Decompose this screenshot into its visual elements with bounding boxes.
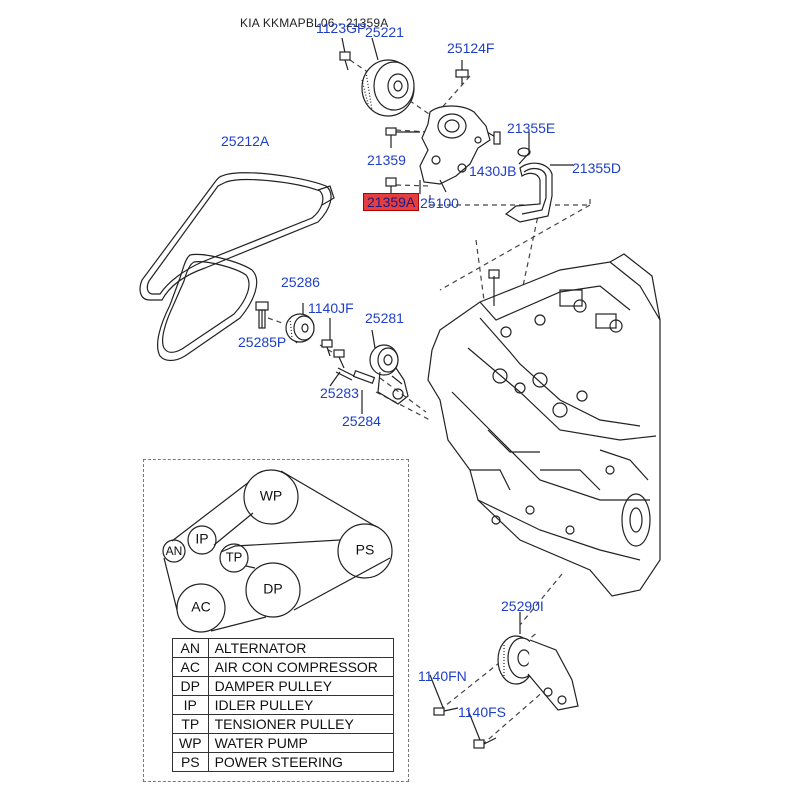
part-label-25221[interactable]: 25221 [365, 24, 404, 40]
part-label-1430jb[interactable]: 1430JB [469, 163, 517, 179]
part-label-25281[interactable]: 25281 [365, 310, 404, 326]
part-label-1140jf[interactable]: 1140JF [308, 300, 354, 316]
bolt-25284 [352, 369, 376, 385]
legend-name: WATER PUMP [207, 733, 394, 753]
part-label-21359[interactable]: 21359 [367, 152, 406, 168]
part-label-21355e[interactable]: 21355E [507, 120, 556, 136]
part-label-25100[interactable]: 25100 [420, 195, 459, 211]
belt-routing-box [143, 459, 409, 782]
oring-21355e [517, 147, 531, 157]
part-label-25285p[interactable]: 25285P [238, 334, 287, 350]
legend-code: AN [172, 638, 209, 658]
part-label-25290i[interactable]: 25290I [501, 598, 544, 614]
legend-code: IP [172, 695, 209, 715]
bolt-25124f [455, 69, 469, 85]
legend-code: AC [172, 657, 209, 677]
tensioner-25281 [369, 344, 409, 405]
diagram-title: KIA KKMAPBL06 - 21359A [240, 16, 389, 30]
idler-pulley-25286 [285, 313, 315, 343]
part-label-25286[interactable]: 25286 [281, 274, 320, 290]
tp-circle [219, 543, 249, 573]
legend-code: WP [172, 733, 209, 753]
legend-code: PS [172, 752, 209, 772]
damper-pulley-25290i [497, 635, 579, 711]
legend-code: DP [172, 676, 209, 696]
water-pump-25100 [419, 105, 491, 193]
legend-name: AIR CON COMPRESSOR [207, 657, 394, 677]
bolt-25283 [335, 367, 355, 381]
legend-name: ALTERNATOR [207, 638, 394, 658]
part-label-1140fs[interactable]: 1140FS [458, 704, 506, 720]
part-label-25212a[interactable]: 25212A [221, 133, 270, 149]
bolt-25285p [255, 301, 269, 329]
bolt-1140fs [473, 737, 497, 749]
legend-name: POWER STEERING [207, 752, 394, 772]
serpentine-belt [139, 172, 335, 362]
part-label-25283[interactable]: 25283 [320, 385, 359, 401]
part-label-25284[interactable]: 25284 [342, 413, 381, 429]
legend-code: TP [172, 714, 209, 734]
legend-name: IDLER PULLEY [207, 695, 394, 715]
bolt-1140jf [321, 339, 345, 369]
bolt-1140fn [433, 707, 459, 716]
legend-name: DAMPER PULLEY [207, 676, 394, 696]
pulley-25221 [361, 59, 415, 117]
belt-routing-diagram [162, 469, 393, 633]
engine-block [427, 253, 661, 597]
belt-segment [280, 470, 376, 527]
bolt-21359 [385, 127, 420, 136]
dp-circle [245, 562, 301, 618]
dowel-1430jb [493, 131, 501, 145]
bolt-21359a [385, 177, 397, 194]
wp-circle [243, 469, 299, 525]
gasket-21355d [504, 162, 553, 223]
part-label-25124f[interactable]: 25124F [447, 40, 495, 56]
part-label-21355d[interactable]: 21355D [572, 160, 622, 176]
part-label-1140fn[interactable]: 1140FN [418, 668, 467, 684]
part-label-21359a[interactable]: 21359A [363, 193, 420, 211]
bolt-1123gp [339, 51, 351, 71]
belt-segment [171, 481, 250, 542]
legend-name: TENSIONER PULLEY [207, 714, 394, 734]
ip-circle [187, 525, 217, 555]
part-label-1123gp[interactable]: 1123GP [316, 20, 367, 36]
